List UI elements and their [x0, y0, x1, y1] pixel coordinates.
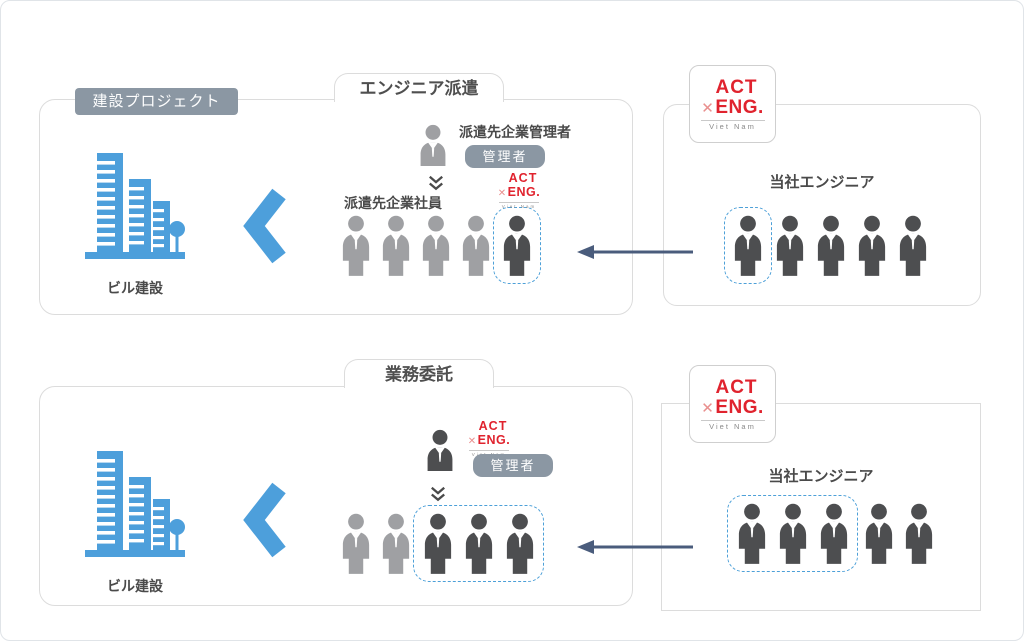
business-person-icon [501, 511, 539, 576]
acteng-logo-line2: ENG. [507, 184, 541, 199]
construction-project-label: 建設プロジェクト [92, 93, 221, 110]
acteng-logo-line1: ACT [715, 376, 758, 398]
acteng-logo-cross: ✕ [701, 99, 715, 117]
company-box-top [663, 104, 981, 306]
tab-engineer-dispatch-label: エンジニア派遣 [359, 79, 479, 98]
business-person-icon [457, 213, 495, 278]
dispatched-engineer-highlight [493, 207, 541, 284]
acteng-logo-cross: ✕ [467, 435, 477, 447]
business-person-icon [860, 501, 898, 566]
acteng-logo-line1: ACT [478, 419, 508, 433]
left-arrow-icon-bottom [577, 539, 695, 555]
selected-team-highlight-bottom [727, 495, 858, 572]
company-engineers-people-top [771, 213, 932, 278]
acteng-manager-person-icon [422, 429, 458, 471]
manager-badge-top-label: 管理者 [482, 149, 528, 164]
company-engineers-title-top: 当社エンジニア [769, 174, 875, 191]
double-chevron-down-icon-bottom [429, 486, 447, 502]
business-person-icon [377, 213, 415, 278]
tab-outsourcing: 業務委託 [344, 359, 494, 388]
outsourcing-other-people [337, 511, 415, 576]
business-person-icon [853, 213, 891, 278]
business-person-icon [812, 213, 850, 278]
construction-project-badge: 建設プロジェクト [75, 88, 238, 115]
acteng-logo-cross: ✕ [497, 187, 507, 199]
manager-badge-bottom-label: 管理者 [490, 458, 536, 473]
selected-engineer-highlight-top [724, 207, 772, 284]
business-person-icon [337, 511, 375, 576]
acteng-logo-line2: ENG. [477, 432, 511, 447]
blue-left-chevron-icon-bottom [241, 481, 287, 559]
tab-outsourcing-label: 業務委託 [385, 365, 453, 384]
business-person-icon [900, 501, 938, 566]
business-person-icon [774, 501, 812, 566]
acteng-logo-subtitle: Viet Nam [700, 119, 765, 131]
business-person-icon [771, 213, 809, 278]
client-staff-label: 派遣先企業社員 [344, 195, 442, 211]
business-person-icon [337, 213, 375, 278]
acteng-logo-small-top: ACT ✕ENG. Viet Nam [493, 172, 545, 209]
client-manager-person-icon [415, 124, 451, 166]
client-manager-title: 派遣先企業管理者 [459, 124, 571, 140]
company-engineers-people-bottom [860, 501, 938, 566]
acteng-logo-line1: ACT [508, 171, 538, 185]
business-person-icon [733, 501, 771, 566]
manager-badge-bottom: 管理者 [473, 454, 553, 477]
business-person-icon [729, 213, 767, 278]
client-staff-people [337, 213, 495, 278]
acteng-logo-line2: ENG. [715, 396, 764, 418]
business-person-icon [377, 511, 415, 576]
acteng-logo-subtitle: Viet Nam [499, 201, 539, 210]
acteng-logo-line1: ACT [715, 76, 758, 98]
acteng-logo-badge-bottom: ACT ✕ENG. Viet Nam [689, 365, 776, 443]
building-label-top: ビル建設 [107, 280, 163, 296]
double-chevron-down-icon-top [427, 175, 445, 191]
manager-badge-top: 管理者 [465, 145, 545, 168]
business-person-icon [419, 511, 457, 576]
left-arrow-icon-top [577, 244, 695, 260]
outsourced-team-highlight [413, 505, 544, 582]
tab-engineer-dispatch: エンジニア派遣 [334, 73, 504, 102]
business-person-icon [894, 213, 932, 278]
company-engineers-title-bottom: 当社エンジニア [768, 468, 874, 485]
acteng-logo-line2: ENG. [715, 96, 764, 118]
business-person-icon [815, 501, 853, 566]
building-construction-icon-bottom [85, 445, 185, 559]
acteng-logo-cross: ✕ [701, 399, 715, 417]
business-person-icon [498, 213, 536, 278]
business-person-icon [460, 511, 498, 576]
blue-left-chevron-icon-top [241, 187, 287, 265]
business-person-icon [417, 213, 455, 278]
acteng-logo-small-bottom: ACT ✕ENG. Viet Nam [463, 420, 515, 457]
building-construction-icon [85, 147, 185, 261]
acteng-logo-badge-top: ACT ✕ENG. Viet Nam [689, 65, 776, 143]
building-label-bottom: ビル建設 [107, 578, 163, 594]
acteng-logo-subtitle: Viet Nam [700, 419, 765, 431]
